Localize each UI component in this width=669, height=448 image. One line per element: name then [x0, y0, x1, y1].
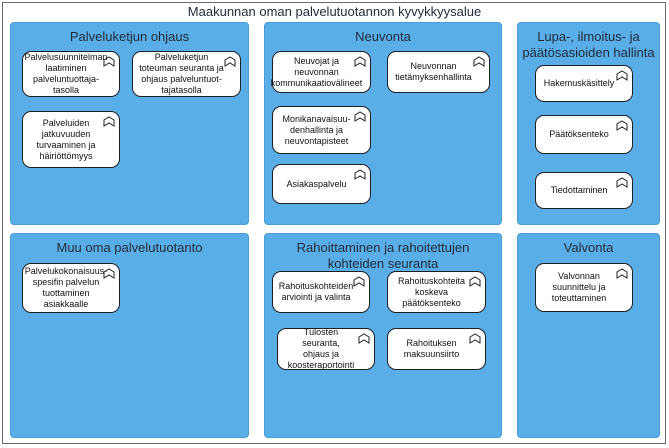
capability-icon [353, 276, 365, 287]
capability-monikanavaisuus[interactable]: Monikanavaisuu- denhallinta ja neuvontap… [272, 106, 371, 154]
group-muu-oma-palvelutuotanto: Muu oma palvelutuotanto [10, 233, 249, 438]
capability-label: Neuvonnan tietämyksenhallinta [395, 61, 472, 82]
capability-icon [354, 169, 366, 180]
capability-asiakaspalvelu[interactable]: Asiakaspalvelu [272, 164, 371, 204]
capability-label: Hakemuskäsittely [543, 78, 615, 88]
capability-label: Rahoituskohteita koskeva päätöksenteko [397, 275, 466, 308]
capability-icon [473, 56, 485, 67]
capability-palvelukokonaisuus[interactable]: Palvelukokonaisuus- spesifin palvelun tu… [22, 263, 120, 313]
group-title: Valvonta [563, 240, 614, 255]
capability-icon [469, 276, 481, 287]
capability-icon [103, 56, 115, 67]
group-title: Palveluketjun ohjaus [69, 29, 190, 44]
group-title: Rahoittaminen ja rahoitettujen kohteiden… [296, 240, 470, 271]
group-title: Lupa-, ilmoitus- ja päätösasioiden halli… [522, 29, 655, 60]
capability-neuvonnan-tietamyksenhallinta[interactable]: Neuvonnan tietämyksenhallinta [387, 51, 490, 93]
capability-label: Rahoituskohteiden arviointi ja valinta [278, 281, 354, 302]
capability-icon [616, 120, 628, 131]
capability-hakemuskasittely[interactable]: Hakemuskäsittely [535, 65, 633, 102]
capability-icon [103, 268, 115, 279]
capability-label: Asiakaspalvelu [286, 178, 347, 189]
capability-tulosten-seuranta[interactable]: Tulosten seuranta, ohjaus ja koosterapor… [277, 327, 375, 370]
group-title: Muu oma palvelutuotanto [56, 240, 203, 255]
capability-rahoituskohteita-paatoksenteko[interactable]: Rahoituskohteita koskeva päätöksenteko [387, 271, 486, 313]
diagram-title: Maakunnan oman palvelutuotannon kyvykkyy… [187, 4, 482, 19]
capability-icon [616, 70, 628, 81]
capability-label: Valvonnan suunnittelu ja toteuttaminen [551, 271, 607, 303]
capability-label: Tulosten seuranta, ohjaus ja koosterapor… [287, 327, 355, 370]
capability-label: Neuvojat ja neuvonnan kommunikaatiovälin… [270, 55, 363, 88]
capability-palvelusuunnitelma[interactable]: Palvelusuunnitelman laatiminen palvelunt… [22, 51, 120, 97]
capability-neuvojat[interactable]: Neuvojat ja neuvonnan kommunikaatiovälin… [270, 51, 371, 93]
capability-palveluiden-jatkuvuus[interactable]: Palveluiden jatkuvuuden turvaaminen ja h… [22, 111, 120, 168]
capability-icon [358, 333, 370, 344]
capability-label: Palvelukokonaisuus- spesifin palvelun tu… [24, 266, 108, 309]
capability-valvonnan-suunnittelu[interactable]: Valvonnan suunnittelu ja toteuttaminen [535, 263, 633, 312]
capability-icon [354, 111, 366, 122]
capability-label: Tiedottaminen [550, 185, 608, 195]
capability-label: Rahoituksen maksuunsiirto [403, 338, 460, 359]
capability-icon [103, 116, 115, 127]
capability-palveluketjun-toteuma[interactable]: Palveluketjun toteuman seuranta ja ohjau… [132, 51, 241, 97]
capability-icon [469, 333, 481, 344]
capability-label: Päätöksenteko [549, 129, 609, 139]
capability-icon [224, 56, 236, 67]
capability-rahoituskohteiden-arviointi[interactable]: Rahoituskohteiden arviointi ja valinta [272, 271, 370, 313]
group-title: Neuvonta [355, 29, 411, 44]
capability-label: Monikanavaisuu- denhallinta ja neuvontap… [282, 113, 351, 146]
capability-icon [616, 177, 628, 188]
capability-icon [616, 268, 628, 279]
capability-paatoksenteko[interactable]: Päätöksenteko [535, 115, 633, 154]
capability-tiedottaminen[interactable]: Tiedottaminen [535, 172, 633, 209]
capability-label: Palveluketjun toteuman seuranta ja ohjau… [139, 52, 224, 95]
capability-rahoituksen-maksuunsiirto[interactable]: Rahoituksen maksuunsiirto [387, 328, 486, 370]
capability-label: Palvelusuunnitelman laatiminen palvelunt… [24, 52, 108, 95]
capability-icon [354, 56, 366, 67]
capability-label: Palveluiden jatkuvuuden turvaaminen ja h… [36, 117, 96, 161]
